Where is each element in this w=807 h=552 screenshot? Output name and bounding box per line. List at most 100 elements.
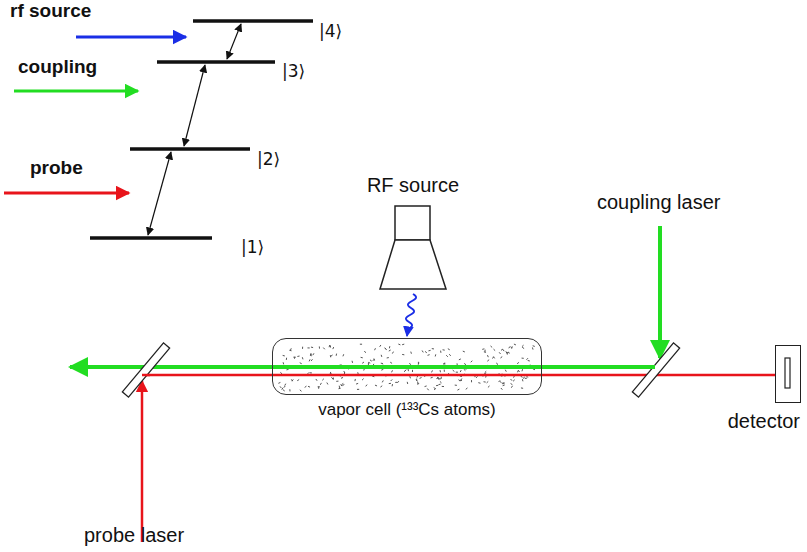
mirror xyxy=(122,343,169,397)
atom-dot xyxy=(418,363,420,365)
atom-dot xyxy=(310,354,312,356)
atom-dot xyxy=(436,377,438,379)
level-line xyxy=(130,147,250,151)
atom-dot xyxy=(389,383,391,384)
atom-dot xyxy=(533,345,535,347)
atom-dot xyxy=(443,363,445,365)
atom-dot xyxy=(518,370,519,372)
atom-dot xyxy=(361,357,363,359)
atom-dot xyxy=(453,370,455,371)
atom-dot xyxy=(499,352,500,354)
atom-dot xyxy=(331,355,333,356)
atom-dot xyxy=(297,380,299,381)
atom-dot xyxy=(381,363,383,364)
atom-dot xyxy=(431,377,433,379)
atom-dot xyxy=(293,357,295,358)
atom-dot xyxy=(318,386,320,387)
atom-dot xyxy=(381,355,383,357)
atom-dot xyxy=(408,369,409,371)
atom-dot xyxy=(385,348,386,350)
atom-dot xyxy=(342,354,344,356)
state-label: |4⟩ xyxy=(319,22,342,42)
atom-dot xyxy=(280,386,281,388)
coupling-beam xyxy=(70,365,655,369)
atom-dot xyxy=(392,384,393,386)
atom-dot xyxy=(508,352,510,353)
atom-dot xyxy=(404,370,405,372)
atom-dot xyxy=(307,347,309,348)
atom-dot xyxy=(391,379,393,381)
atom-dot xyxy=(284,386,285,388)
atom-dot xyxy=(300,390,302,391)
atom-dot xyxy=(416,380,418,381)
atom-dot xyxy=(402,344,404,346)
atom-dot xyxy=(311,359,312,361)
atom-dot xyxy=(368,362,370,364)
atom-dot xyxy=(310,354,312,356)
node-label: vapor cell (¹³³Cs atoms) xyxy=(318,400,496,420)
state-label: |1⟩ xyxy=(241,238,264,258)
atom-dot xyxy=(500,381,502,382)
atom-dot xyxy=(440,381,442,383)
atom-dot xyxy=(373,359,375,361)
atom-dot xyxy=(336,354,337,356)
atom-dot xyxy=(502,383,504,384)
coupling-beam xyxy=(658,226,662,358)
atom-dot xyxy=(285,384,286,386)
atom-dot xyxy=(308,372,310,374)
atom-dot xyxy=(318,387,319,389)
atom-dot xyxy=(290,348,292,350)
atom-dot xyxy=(432,348,434,349)
atom-dot xyxy=(422,351,423,353)
atom-dot xyxy=(336,381,338,382)
atom-dot xyxy=(407,382,409,384)
atom-dot xyxy=(302,357,304,359)
atom-dot xyxy=(409,363,411,364)
atom-dot xyxy=(310,372,312,373)
atom-dot xyxy=(522,345,524,346)
mirror xyxy=(632,343,679,397)
atom-dot xyxy=(418,362,419,364)
atom-dot xyxy=(484,381,486,382)
detector-box: detector xyxy=(775,345,801,403)
rf-arrow xyxy=(76,36,186,39)
atom-dot xyxy=(455,385,457,386)
probe-beam xyxy=(141,381,144,542)
atom-dot xyxy=(494,349,496,351)
atom-dot xyxy=(385,348,387,349)
atom-dot xyxy=(464,369,466,371)
coupling-beam xyxy=(648,365,655,369)
atom-dot xyxy=(410,352,412,354)
waveguide xyxy=(395,206,430,240)
atom-dot xyxy=(449,354,450,356)
atom-dot xyxy=(286,358,287,360)
atom-dot xyxy=(440,351,441,353)
atom-dot xyxy=(416,379,417,381)
atom-dot xyxy=(339,388,341,390)
atom-dot xyxy=(352,361,354,363)
atom-dot xyxy=(362,379,364,381)
atom-dot xyxy=(464,363,466,364)
atom-dot xyxy=(493,357,494,359)
atom-dot xyxy=(341,377,343,379)
transition-arrow xyxy=(227,24,241,59)
atom-dot xyxy=(505,370,507,372)
atom-dot xyxy=(522,379,524,381)
atom-dot xyxy=(390,362,392,363)
atom-dot xyxy=(446,355,448,357)
atom-dot xyxy=(488,360,489,362)
atom-dot xyxy=(311,347,313,349)
atom-dot xyxy=(332,347,334,349)
atom-dot xyxy=(440,370,441,372)
atom-dot xyxy=(478,382,480,384)
atom-dot xyxy=(456,372,458,373)
atom-dot xyxy=(510,347,512,349)
atom-dot xyxy=(294,357,295,359)
atom-dot xyxy=(310,353,311,355)
atom-dot xyxy=(387,357,389,358)
atom-dot xyxy=(532,347,534,349)
atom-dot xyxy=(484,350,485,352)
atom-dot xyxy=(427,388,428,390)
atom-dot xyxy=(341,383,343,384)
atom-dot xyxy=(342,384,344,386)
